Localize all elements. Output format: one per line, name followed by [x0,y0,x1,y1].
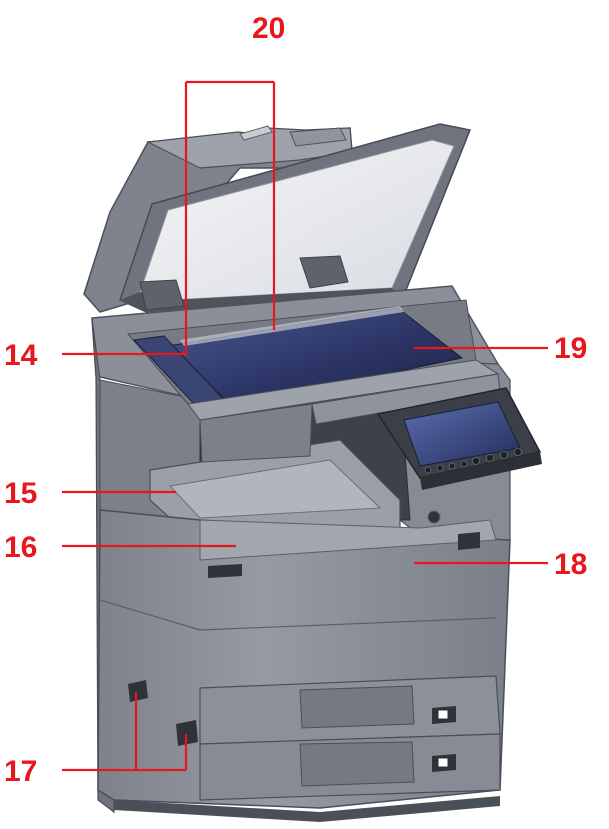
callout-17: 17 [4,755,37,788]
side-handle-upper [128,680,148,702]
leader-17 [62,692,188,772]
callout-numbers: 20 14 19 15 16 18 17 [4,12,587,788]
document-processor-lid [83,123,472,319]
callout-14: 14 [4,339,38,372]
platen-glass [126,299,501,463]
power-button [427,510,441,524]
touch-panel-screen [403,401,521,467]
leader-20 [184,80,276,356]
callout-20: 20 [252,12,285,45]
callout-19: 19 [554,332,587,365]
callout-leaders [62,80,548,772]
callout-15: 15 [4,477,37,510]
side-handle-lower [176,720,198,746]
operation-panel [376,387,542,524]
callout-16: 16 [4,531,37,564]
callout-18: 18 [554,548,587,581]
